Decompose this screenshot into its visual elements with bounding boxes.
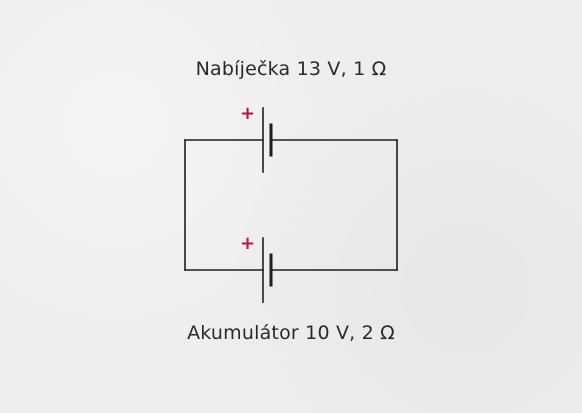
battery-cell-symbol bbox=[262, 237, 273, 303]
battery-label: Akumulátor 10 V, 2 Ω bbox=[187, 322, 395, 344]
battery-positive-terminal-mark: + bbox=[240, 233, 256, 254]
charger-positive-terminal-mark: + bbox=[240, 103, 256, 124]
charger-cell-symbol bbox=[262, 107, 273, 173]
charger-label: Nabíječka 13 V, 1 Ω bbox=[195, 58, 387, 80]
